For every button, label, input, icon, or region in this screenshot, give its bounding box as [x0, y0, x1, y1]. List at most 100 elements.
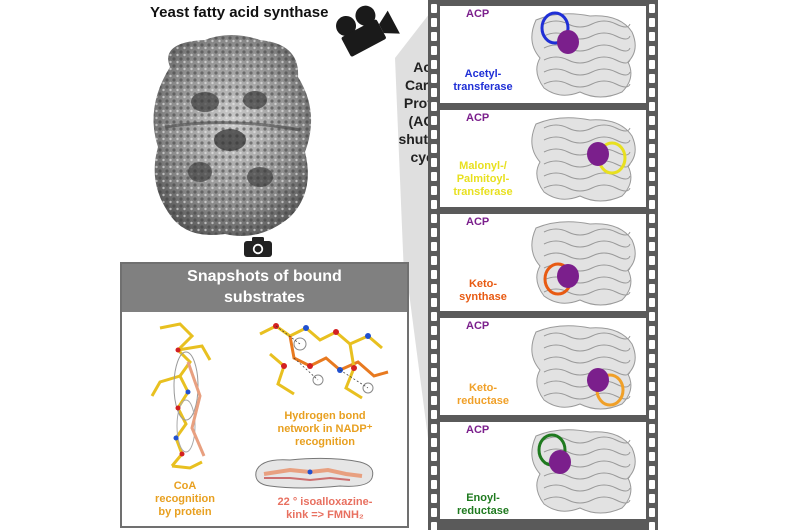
sprocket-hole	[649, 256, 655, 265]
enzyme-label-line: reductase	[457, 395, 509, 407]
sprocket-hole	[431, 144, 437, 153]
sprocket-hole	[649, 228, 655, 237]
coa-label-line: recognition	[155, 493, 215, 505]
sprocket-hole	[431, 242, 437, 251]
protein-ribbon-strand	[543, 228, 631, 236]
film-frame: ACP Malonyl-/Palmitoyl-transferase	[440, 110, 646, 207]
sprocket-hole	[431, 116, 437, 125]
sprocket-hole	[431, 466, 437, 475]
sprocket-hole	[649, 214, 655, 223]
nadp-label-line: recognition	[295, 436, 355, 448]
fas-cryoem-map	[153, 35, 312, 236]
enzyme-label: Keto-synthase	[442, 278, 524, 304]
protein-ribbon-strand	[543, 288, 631, 296]
sprocket-hole	[649, 466, 655, 475]
sprocket-hole	[649, 354, 655, 363]
sprocket-hole	[649, 298, 655, 307]
sprocket-hole	[649, 340, 655, 349]
sprocket-hole	[431, 60, 437, 69]
sprocket-hole	[431, 382, 437, 391]
sprocket-hole	[431, 74, 437, 83]
enzyme-label: Malonyl-/Palmitoyl-transferase	[442, 160, 524, 199]
sprocket-hole	[431, 32, 437, 41]
protein-ribbon	[531, 13, 636, 98]
protein-ribbon-strand	[543, 344, 631, 352]
coa-structure	[150, 322, 212, 470]
fas-structure-snapshot	[531, 117, 636, 202]
protein-ribbon-strand	[543, 240, 631, 248]
protein-ribbon-strand	[543, 448, 631, 456]
sprocket-hole	[431, 340, 437, 349]
enzyme-label: Enoyl-reductase	[442, 492, 524, 518]
sprocket-hole	[649, 60, 655, 69]
sprocket-hole	[649, 116, 655, 125]
sprocket-hole	[431, 46, 437, 55]
sprocket-hole	[649, 312, 655, 321]
enzyme-label: Acetyl-transferase	[442, 68, 524, 94]
sprocket-hole	[649, 424, 655, 433]
fmn-label-line: 22 ° isoalloxazine-	[277, 496, 373, 508]
sprocket-hole	[649, 88, 655, 97]
sprocket-hole	[649, 508, 655, 517]
acp-label: ACP	[466, 8, 490, 20]
nadp-structure	[259, 323, 389, 400]
sprocket-hole	[649, 172, 655, 181]
acp-domain	[549, 450, 571, 474]
protein-ribbon	[531, 221, 636, 306]
sprocket-hole	[649, 326, 655, 335]
snapshots-content: CoA recognition by protein Hydrogen bond…	[122, 312, 407, 526]
acp-label: ACP	[466, 320, 490, 332]
sprocket-hole	[431, 256, 437, 265]
enzyme-label: Keto-reductase	[442, 382, 524, 408]
sprocket-hole	[649, 46, 655, 55]
enzyme-label-line: Acetyl-	[464, 68, 502, 80]
sprocket-hole	[431, 508, 437, 517]
protein-ribbon-strand	[543, 496, 631, 504]
protein-ribbon-strand	[543, 332, 631, 340]
sprocket-hole	[431, 368, 437, 377]
sprocket-hole	[431, 18, 437, 27]
enzyme-label-line: Enoyl-	[466, 492, 500, 504]
sprocket-hole	[649, 396, 655, 405]
sprocket-hole	[431, 200, 437, 209]
sprocket-hole	[649, 410, 655, 419]
sprocket-hole	[649, 4, 655, 13]
sprocket-hole	[649, 284, 655, 293]
sprocket-hole	[649, 32, 655, 41]
protein-ribbon-strand	[543, 252, 631, 260]
acp-label: ACP	[466, 112, 490, 124]
sprocket-hole	[431, 228, 437, 237]
sprocket-hole	[431, 270, 437, 279]
protein-ribbon-strand	[543, 80, 631, 88]
enzyme-label-line: Malonyl-/	[459, 160, 507, 172]
sprocket-hole	[431, 396, 437, 405]
sprocket-hole	[431, 494, 437, 503]
snapshots-header-line: Snapshots of bound	[187, 268, 342, 285]
sprocket-hole	[431, 172, 437, 181]
nadp-label-line: Hydrogen bond	[284, 410, 366, 422]
snapshots-header-line: substrates	[224, 289, 305, 306]
fmn-label: 22 ° isoalloxazine- kink => FMNH₂	[250, 496, 400, 522]
nadp-label: Hydrogen bond network in NADP⁺ recogniti…	[250, 410, 400, 449]
enzyme-label-line: reductase	[457, 505, 509, 517]
protein-ribbon-strand	[543, 20, 631, 28]
protein-ribbon	[531, 325, 636, 410]
fas-structure-snapshot	[531, 221, 636, 306]
sprocket-hole	[431, 4, 437, 13]
sprocket-hole	[649, 242, 655, 251]
coa-label-line: by protein	[158, 506, 212, 518]
movie-camera-icon	[336, 5, 400, 57]
acp-domain	[587, 142, 609, 166]
enzyme-label-line: Keto-	[468, 382, 498, 394]
protein-ribbon-strand	[543, 172, 631, 180]
protein-ribbon-strand	[543, 356, 631, 364]
sprocket-hole	[649, 480, 655, 489]
film-frame: ACP Keto-reductase	[440, 318, 646, 415]
acp-domain	[557, 264, 579, 288]
sprocket-hole	[431, 130, 437, 139]
fmn-density	[255, 457, 374, 489]
sprocket-hole	[431, 438, 437, 447]
